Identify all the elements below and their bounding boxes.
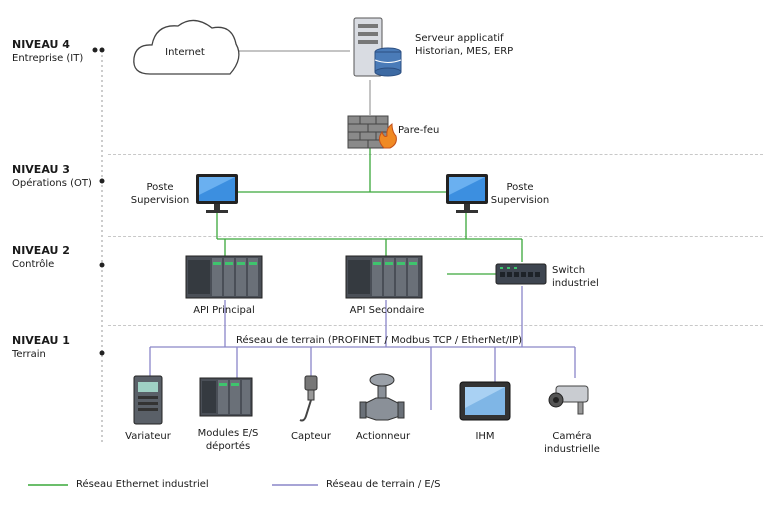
server-label: Serveur applicatif Historian, MES, ERP bbox=[415, 32, 513, 58]
level-3-dot bbox=[99, 178, 105, 184]
level-2-label: NIVEAU 2 Contrôle bbox=[12, 244, 70, 270]
actuator-label: Actionneur bbox=[355, 431, 411, 442]
internet-label: Internet bbox=[165, 47, 205, 58]
drive-label: Variateur bbox=[125, 431, 171, 442]
remote-io-icon bbox=[199, 377, 253, 417]
plc-secondary-icon bbox=[345, 255, 423, 299]
plc-main-icon bbox=[185, 255, 263, 299]
monitor-right-icon bbox=[446, 174, 488, 213]
sensor-label: Capteur bbox=[291, 431, 331, 442]
switch-icon bbox=[495, 263, 547, 285]
plc-main-label: API Principal bbox=[193, 305, 255, 316]
level-separator-3 bbox=[108, 154, 763, 155]
camera-label: Caméra industrielle bbox=[540, 430, 604, 456]
firewall-icon bbox=[347, 115, 397, 149]
camera-label-line1: Caméra bbox=[552, 431, 592, 442]
switch-label-line1: Switch bbox=[552, 265, 586, 276]
legend-ethernet-label: Réseau Ethernet industriel bbox=[76, 479, 209, 490]
server-label-line2: Historian, MES, ERP bbox=[415, 46, 514, 57]
level-separator-2 bbox=[108, 236, 763, 237]
fieldbus-label: Réseau de terrain (PROFINET / Modbus TCP… bbox=[236, 335, 523, 346]
workstation-left-label: Poste Supervision bbox=[128, 181, 192, 207]
level-4-title: NIVEAU 4 bbox=[12, 38, 70, 51]
level-2-subtitle: Contrôle bbox=[12, 259, 55, 270]
monitor-left-icon bbox=[196, 174, 238, 213]
workstation-left-line1: Poste bbox=[146, 182, 174, 193]
hmi-label: IHM bbox=[475, 431, 495, 442]
level-separator-1 bbox=[108, 325, 763, 326]
workstation-right-line1: Poste bbox=[506, 182, 534, 193]
plc-secondary-label: API Secondaire bbox=[349, 305, 425, 316]
level-4-label: NIVEAU 4 Entreprise (IT) bbox=[12, 38, 83, 64]
drive-icon bbox=[133, 375, 163, 425]
hmi-icon bbox=[459, 381, 511, 421]
workstation-right-line2: Supervision bbox=[490, 195, 550, 206]
remote-io-label-line2: déportés bbox=[205, 441, 251, 452]
level-4-subtitle: Entreprise (IT) bbox=[12, 53, 84, 64]
firewall-label: Pare-feu bbox=[398, 125, 440, 136]
workstation-right-label: Poste Supervision bbox=[488, 181, 552, 207]
remote-io-label-line1: Modules E/S bbox=[197, 428, 259, 439]
level-4-dot bbox=[92, 47, 98, 53]
server-label-line1: Serveur applicatif bbox=[415, 33, 504, 44]
level-3-label: NIVEAU 3 Opérations (OT) bbox=[12, 163, 92, 189]
workstation-left-line2: Supervision bbox=[130, 195, 190, 206]
cloud-icon bbox=[133, 19, 240, 75]
sensor-icon bbox=[299, 375, 318, 422]
level-2-dot bbox=[99, 262, 105, 268]
level-3-title: NIVEAU 3 bbox=[12, 163, 70, 176]
level-1-subtitle: Terrain bbox=[12, 349, 46, 360]
switch-label: Switch industriel bbox=[552, 264, 599, 290]
level-1-dot bbox=[99, 350, 105, 356]
ethernet-links bbox=[216, 148, 523, 275]
level-2-title: NIVEAU 2 bbox=[12, 244, 70, 257]
camera-icon bbox=[548, 385, 589, 415]
level-1-label: NIVEAU 1 Terrain bbox=[12, 334, 70, 360]
server-icon bbox=[353, 17, 402, 77]
switch-label-line2: industriel bbox=[552, 278, 599, 289]
level-1-title: NIVEAU 1 bbox=[12, 334, 70, 347]
fieldbus-links bbox=[149, 286, 576, 410]
legend-fieldbus-label: Réseau de terrain / E/S bbox=[326, 479, 441, 490]
remote-io-label: Modules E/S déportés bbox=[190, 427, 266, 453]
camera-label-line2: industrielle bbox=[544, 444, 600, 455]
level-3-subtitle: Opérations (OT) bbox=[12, 178, 92, 189]
actuator-icon bbox=[359, 373, 405, 421]
level-4-dot-2 bbox=[99, 47, 105, 53]
